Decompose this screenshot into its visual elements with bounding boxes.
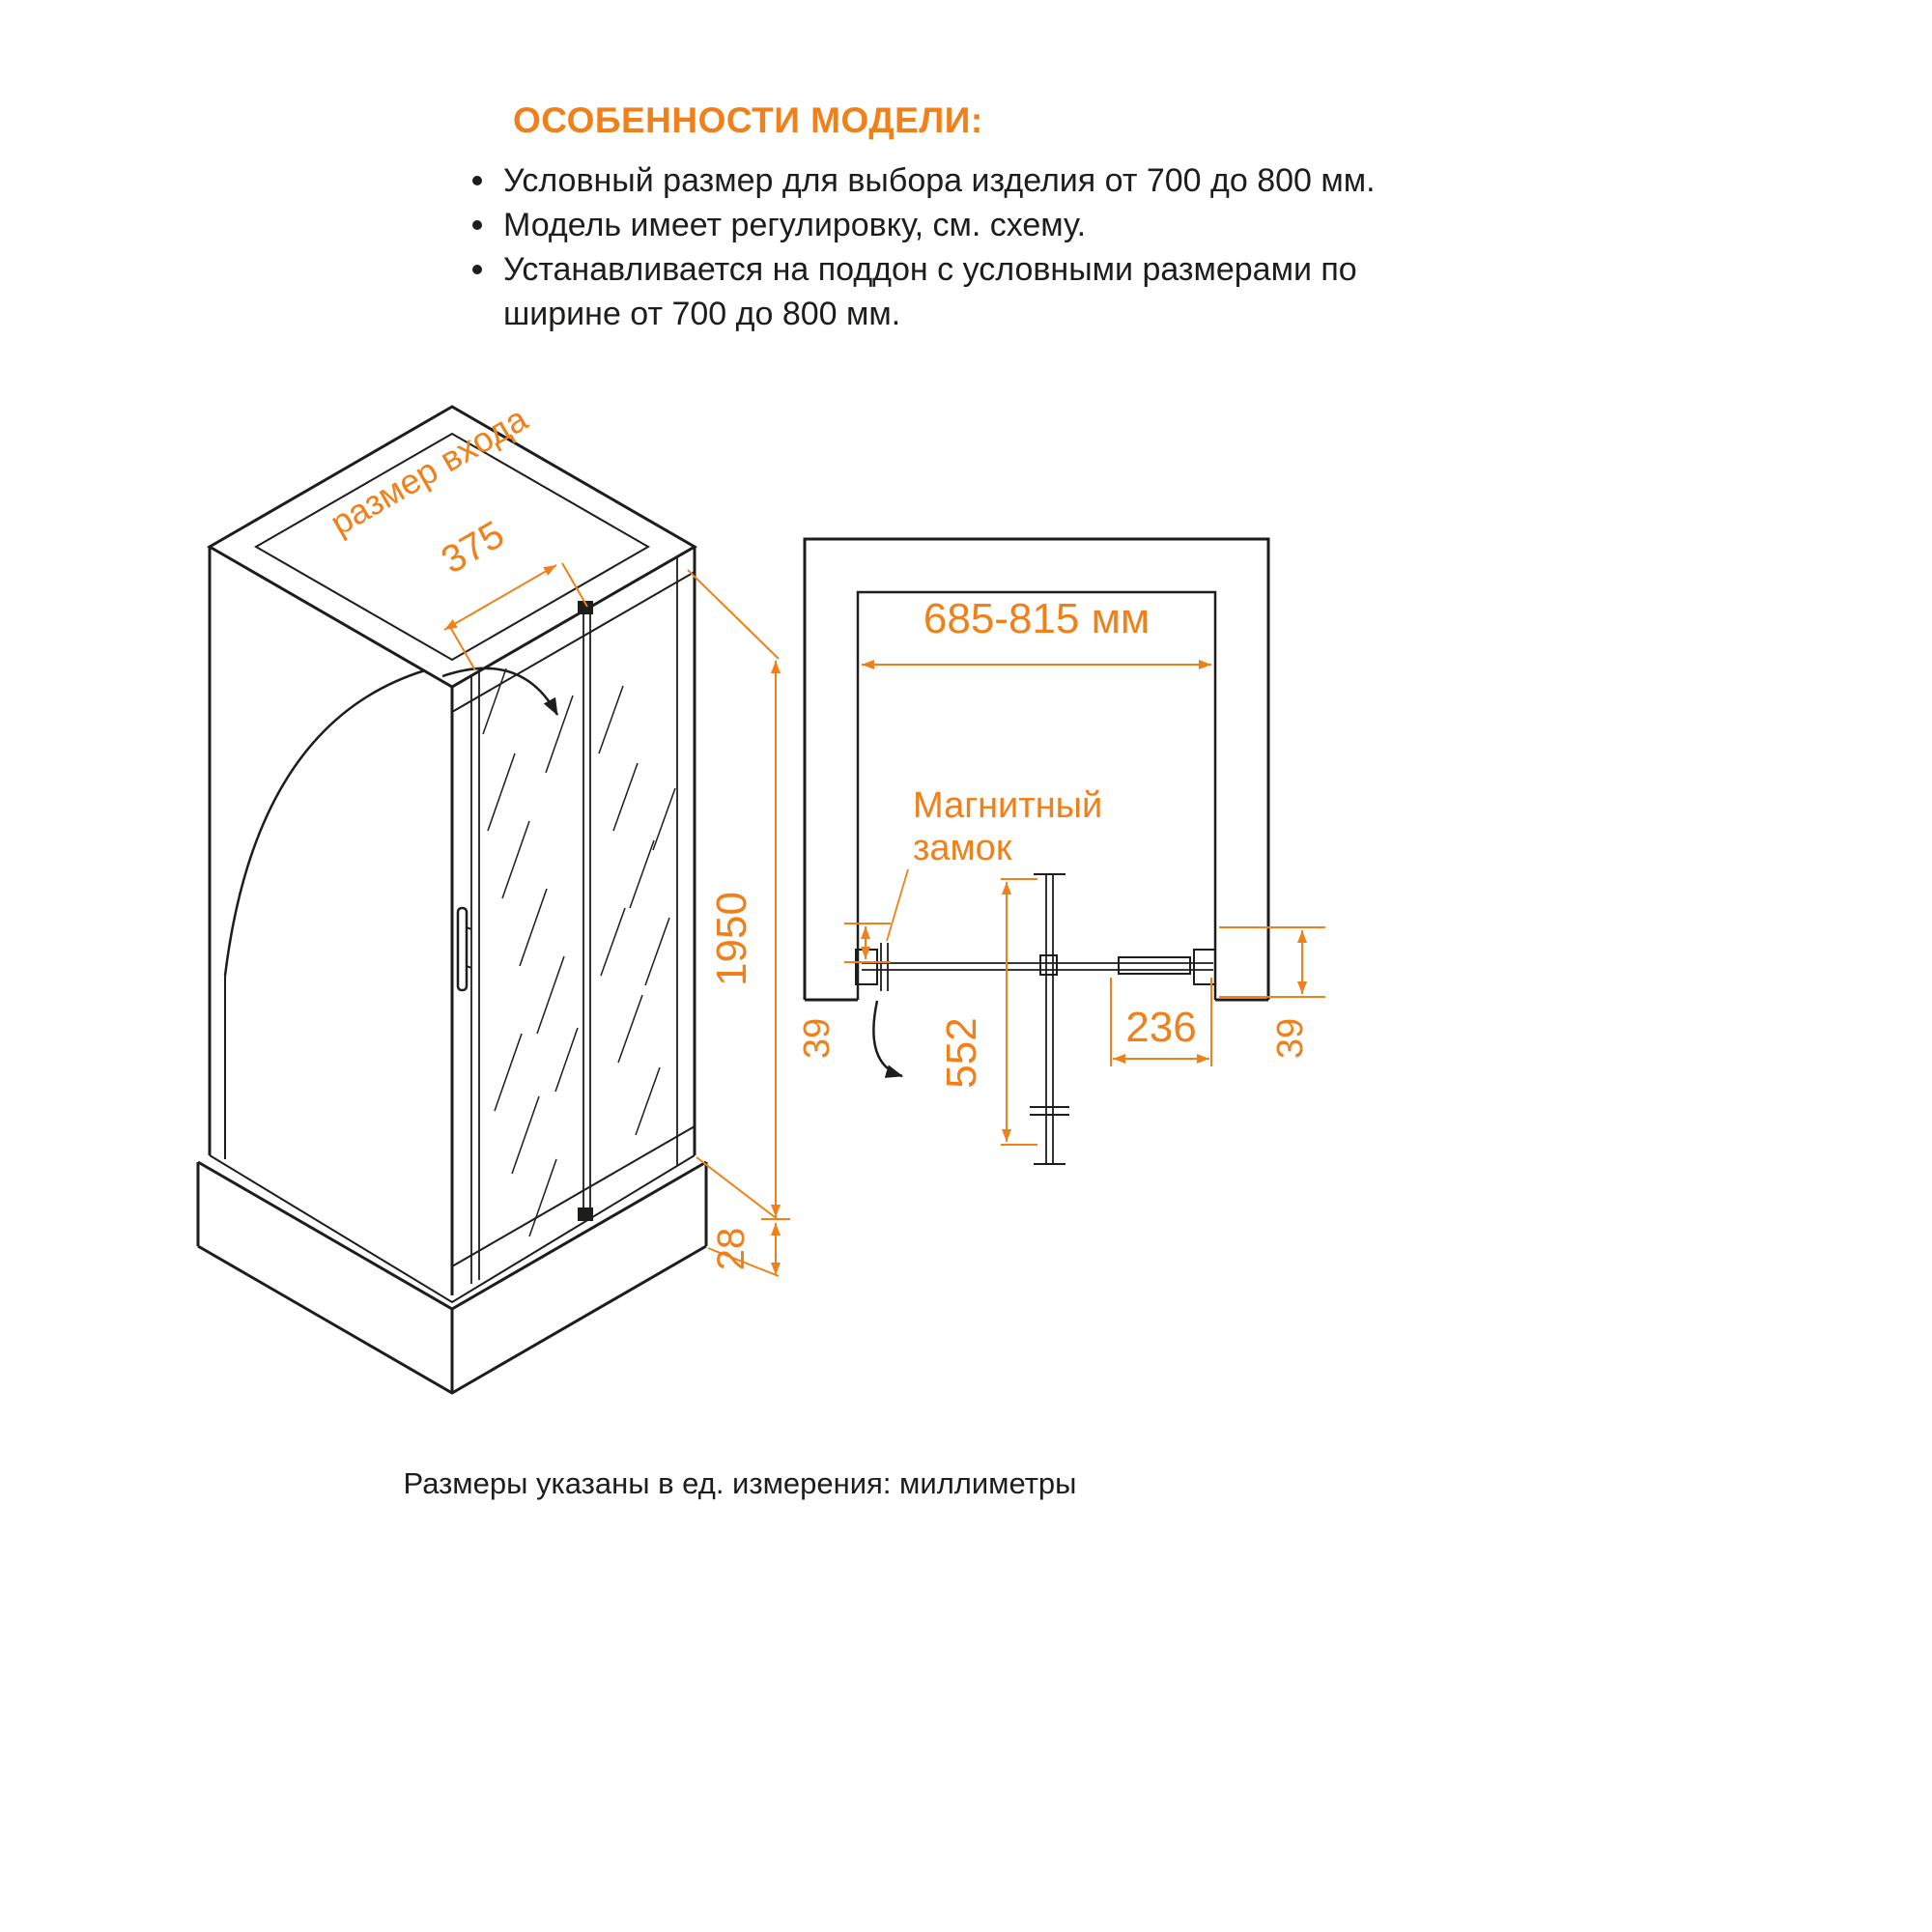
door-panel-width-value: 552 <box>938 1017 985 1088</box>
opening-width-value: 685-815 мм <box>923 595 1150 642</box>
door-panel-width-dimension: 552 <box>938 878 1037 1146</box>
door-assembly-plan <box>855 949 1216 985</box>
feature-item: Устанавливается на поддон с условными ра… <box>467 247 1442 336</box>
door-handle <box>456 906 472 992</box>
cabin-structure <box>196 405 708 1395</box>
right-profile-dimension: 39 <box>1219 926 1325 1059</box>
fixed-panel-width-dimension: 236 <box>1110 978 1212 1066</box>
feature-text: Условный размер для выбора изделия от 70… <box>503 162 1376 199</box>
open-door-panel <box>1030 873 1069 1165</box>
fixed-panel-width-value: 236 <box>1125 1004 1196 1051</box>
feature-item: Условный размер для выбора изделия от 70… <box>467 158 1442 203</box>
entrance-width-value: 375 <box>435 513 512 582</box>
features-title: ОСОБЕННОСТИ МОДЕЛИ: <box>513 100 983 140</box>
door-swing-arrow <box>441 667 559 716</box>
right-profile-value: 39 <box>1270 1018 1311 1059</box>
units-note: Размеры указаны в ед. измерения: миллиме… <box>403 1466 1077 1500</box>
left-profile-value: 39 <box>797 1018 838 1059</box>
magnetic-lock-label: Магнитный замок <box>886 785 1102 942</box>
niche-walls <box>803 537 1270 1002</box>
magnetic-lock-label-line1: Магнитный <box>913 785 1102 826</box>
features-section: ОСОБЕННОСТИ МОДЕЛИ: Условный размер для … <box>472 100 1576 336</box>
feature-text: Устанавливается на поддон с условными ра… <box>503 251 1357 332</box>
cabin-top-view: 685-815 мм Магнитный замок 552 236 <box>797 537 1325 1165</box>
opening-width-dimension: 685-815 мм <box>862 595 1211 669</box>
bullet-dot-icon <box>472 176 482 185</box>
feature-item: Модель имеет регулировку, см. схему. <box>467 203 1442 247</box>
threshold-height-dimension: 28 <box>707 1223 781 1277</box>
bullet-dot-icon <box>472 265 482 274</box>
door-glass-hatching <box>482 668 676 1237</box>
door-height-value: 1950 <box>708 892 755 986</box>
door-swing-arrow-plan <box>872 1000 903 1078</box>
threshold-height-value: 28 <box>710 1228 753 1271</box>
left-profile-dimension: 39 <box>797 923 891 1059</box>
magnetic-lock-label-line2: замок <box>913 828 1012 868</box>
feature-text: Модель имеет регулировку, см. схему. <box>503 207 1087 243</box>
features-list: Условный размер для выбора изделия от 70… <box>467 158 1442 336</box>
bullet-dot-icon <box>472 220 482 230</box>
magnetic-lock-pointer-line <box>886 868 909 942</box>
door-height-dimension: 1950 <box>687 569 790 1221</box>
magnetic-lock-marker <box>880 943 889 991</box>
cabin-isometric-view: размер входа 375 1950 28 <box>196 398 790 1395</box>
door-pivot-hinges <box>578 601 593 1221</box>
